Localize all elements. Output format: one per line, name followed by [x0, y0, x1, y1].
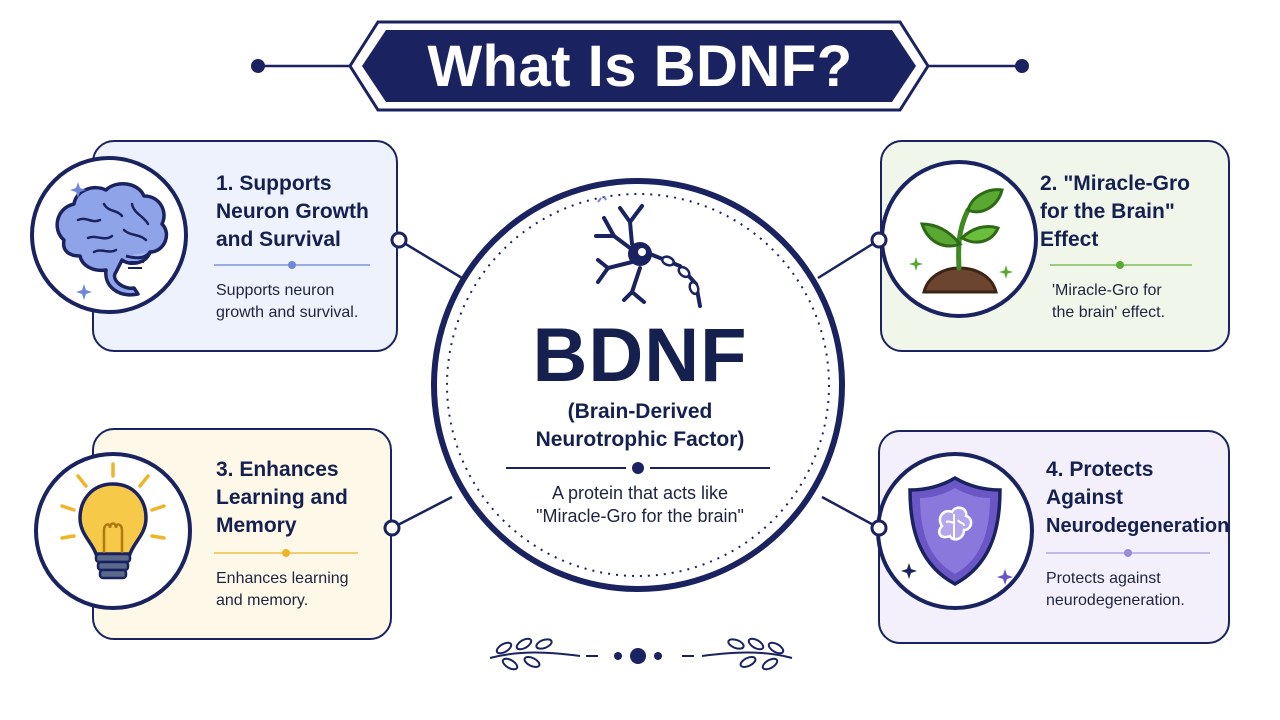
sparkle-icon — [70, 182, 86, 198]
sparkle-icon — [901, 563, 917, 579]
shield-brain-icon — [908, 475, 1002, 586]
card-2-description: 'Miracle-Gro for the brain' effect. — [1052, 282, 1166, 321]
connector-node — [383, 519, 401, 537]
card-1-divider — [214, 261, 370, 269]
brain-icon — [55, 182, 169, 297]
card-3-description: Enhances learning and memory. — [216, 570, 349, 609]
sparkle-icon — [76, 284, 92, 300]
card-4-divider — [1046, 549, 1210, 557]
card-1-title: 1. Supports Neuron Growth and Survival — [216, 172, 369, 251]
sparkle-icon — [999, 265, 1013, 279]
card-3-divider — [214, 549, 358, 557]
sparkle-icon — [909, 257, 923, 271]
card-4-description: Protects against neurodegeneration. — [1046, 570, 1185, 609]
card-4-title: 4. Protects Against Neurodegeneration — [1046, 458, 1230, 537]
sparkle-icon — [997, 569, 1013, 585]
card-2-title: 2. "Miracle-Gro for the Brain" Effect — [1040, 172, 1191, 251]
page-title: What Is BDNF? — [427, 33, 853, 99]
connector-node — [870, 519, 888, 537]
sprout-icon — [919, 188, 1004, 294]
connector-node — [870, 231, 888, 249]
title-banner — [348, 20, 930, 112]
lightbulb-icon — [60, 462, 166, 580]
icon-circle-brain — [30, 156, 188, 314]
icon-circle-shield — [876, 452, 1034, 610]
icon-circle-lightbulb — [34, 452, 192, 610]
icon-circle-sprout — [880, 160, 1038, 318]
card-2-divider — [1050, 261, 1192, 269]
card-3-title: 3. Enhances Learning and Memory — [216, 458, 348, 537]
connector-node — [390, 231, 408, 249]
bottom-ornament — [489, 637, 793, 671]
center-description: A protein that acts like "Miracle-Gro fo… — [536, 483, 744, 526]
center-acronym: BDNF — [532, 313, 748, 398]
neuron-icon — [594, 196, 702, 308]
card-1-description: Supports neuron growth and survival. — [216, 282, 359, 321]
center-full-name: (Brain-Derived Neurotrophic Factor) — [535, 400, 745, 451]
